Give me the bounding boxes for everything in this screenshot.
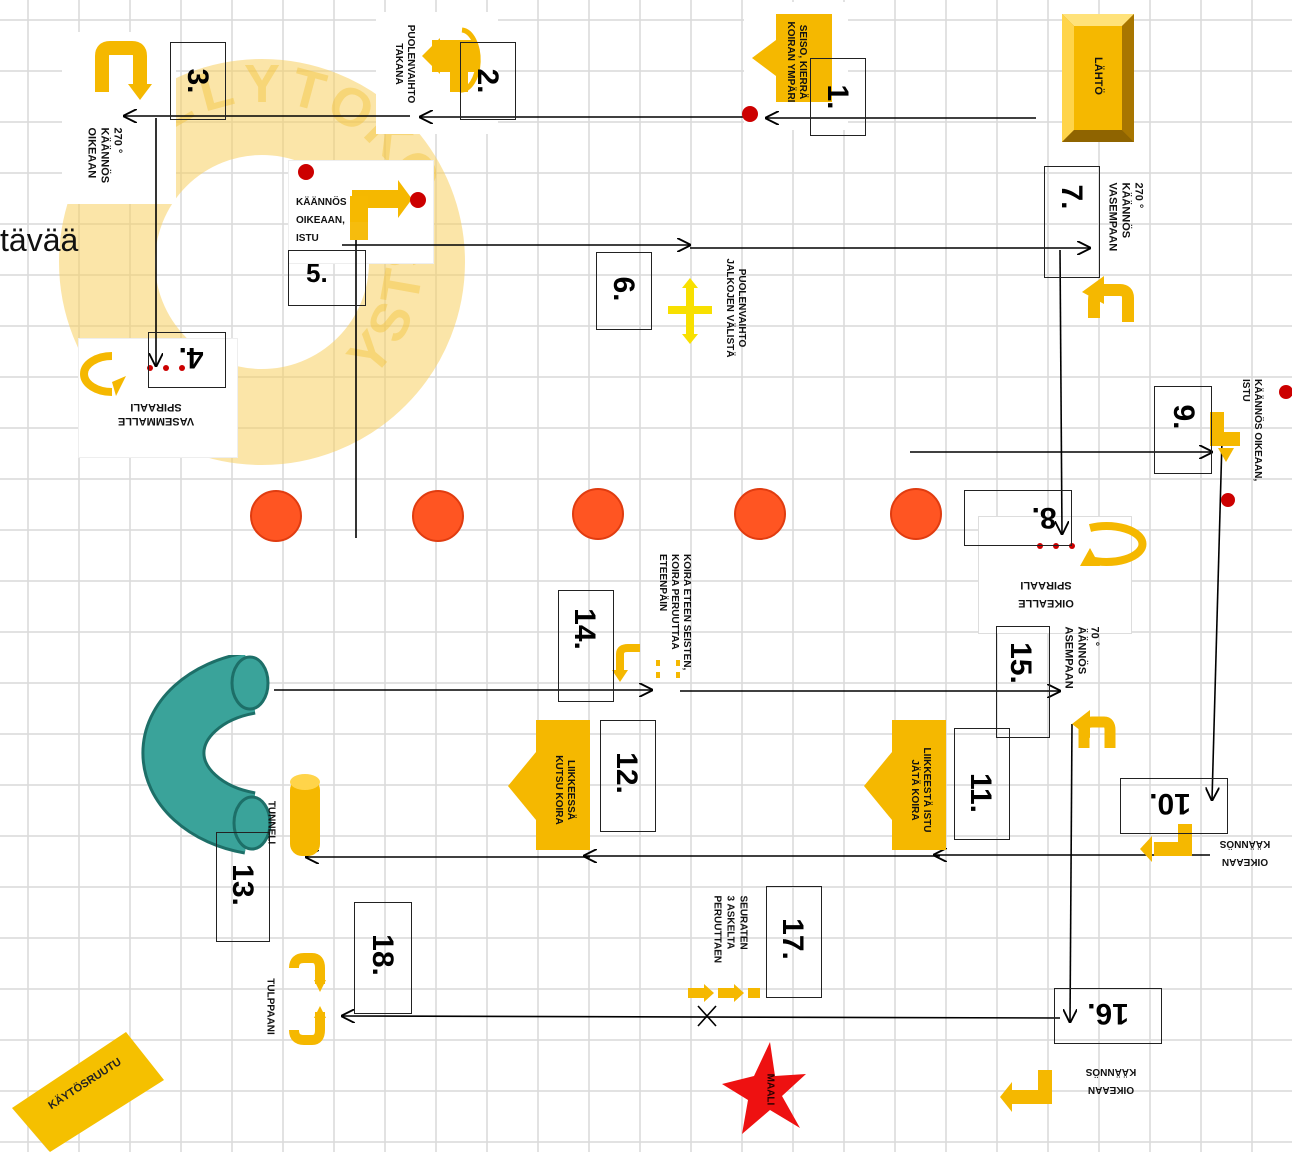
station-number-3: 3.: [180, 56, 214, 106]
station-number-15: 15.: [1003, 633, 1037, 693]
station-number-6: 6.: [606, 264, 640, 314]
station-number-5: 5.: [306, 258, 328, 289]
station-18-text: TULPPAANI: [264, 967, 277, 1047]
station-number-8: 8.: [1024, 500, 1064, 534]
station-9-text: KÄÄNNÖS OIKEAAN,ISTU: [1239, 379, 1263, 509]
station-number-13: 13.: [225, 855, 259, 915]
station-number-7: 7.: [1054, 172, 1088, 222]
station-number-11: 11.: [963, 763, 997, 823]
station-number-1: 1.: [820, 72, 854, 122]
station-12-sign-icon: [508, 720, 590, 850]
station-number-14: 14.: [567, 599, 601, 659]
station-number-17: 17.: [775, 909, 809, 969]
station-16-turn-icon: [1000, 1070, 1052, 1112]
station-7-uturn-icon: [1082, 276, 1128, 322]
station-11-sign-icon: [864, 720, 946, 850]
station-number-4: 4.: [166, 340, 216, 374]
station-number-10: 10.: [1140, 786, 1200, 820]
station-6-cross-arrows-icon: [668, 278, 712, 344]
station-13-tunnel-sign-icon: [290, 774, 320, 856]
station-number-2: 2.: [470, 56, 504, 106]
station-number-18: 18.: [365, 925, 399, 985]
station-number-16: 16.: [1078, 996, 1138, 1030]
station-13-text: TUNNELI: [265, 788, 278, 858]
station-number-9: 9.: [1166, 392, 1200, 442]
station-18-tulip-icon: [294, 958, 326, 1040]
station-number-12: 12.: [609, 743, 643, 803]
station-3-uturn-icon: [102, 48, 152, 100]
stop-sign-icon-1: [742, 106, 758, 122]
